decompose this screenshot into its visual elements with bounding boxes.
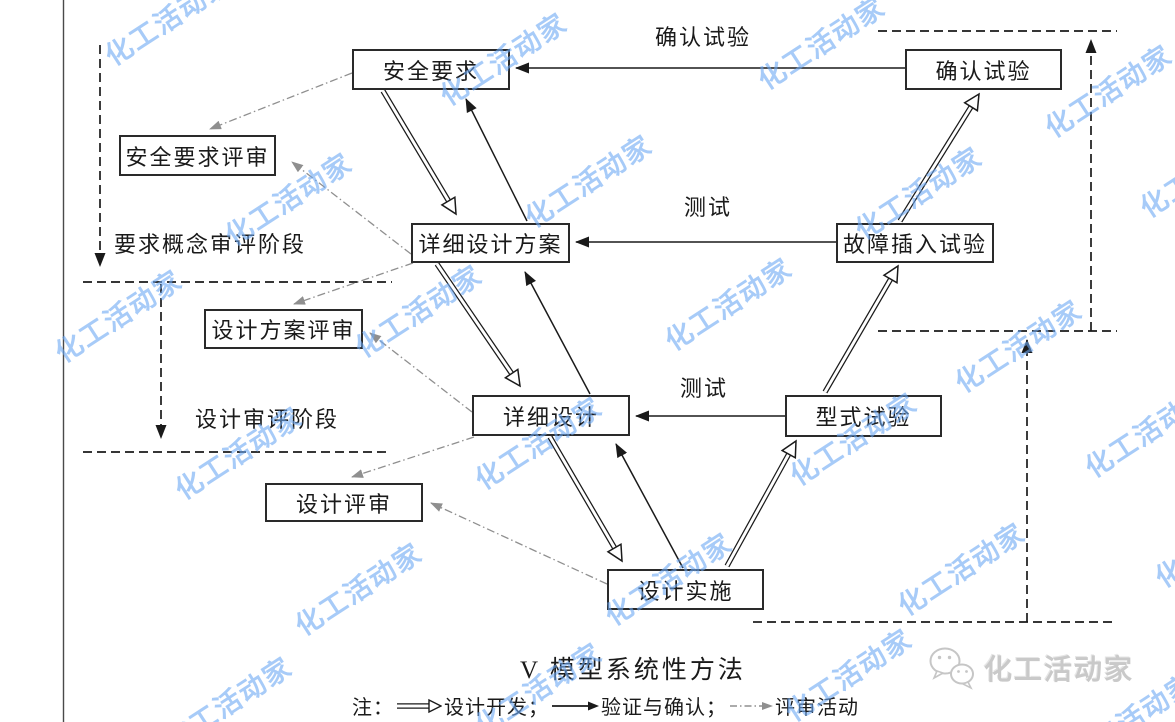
publisher-logo: 化工活动家 [928,646,1134,690]
diagram-legend: 注： 设计开发； 验证与确认； 评审活动 [352,691,859,720]
box-design-implementation: 设计实施 [607,569,764,610]
label-phase-requirements-review: 要求概念审评阶段 [114,232,307,257]
solid-arrow-icon [552,701,599,710]
phase-boundaries-left [83,45,392,453]
box-safety-requirements: 安全要求 [352,49,510,90]
diagram-title: V 模型系统性方法 [520,657,746,684]
label-test-lower: 测试 [680,376,729,401]
phase-boundaries-right [753,30,1117,623]
box-fault-insertion-test: 故障插入试验 [836,223,994,263]
publisher-logo-text: 化工活动家 [984,654,1135,685]
box-detailed-design: 详细设计 [472,395,630,436]
box-type-test: 型式试验 [785,395,942,437]
legend-prefix: 注： [352,697,394,719]
box-design-review: 设计评审 [265,483,423,522]
box-confirmation-test: 确认试验 [905,49,1062,90]
legend-design-development: 设计开发； [444,697,549,719]
review-activity-arrows [209,72,608,585]
label-phase-design-review: 设计审评阶段 [195,407,340,432]
verification-arrows [465,62,905,569]
box-detailed-design-scheme: 详细设计方案 [411,223,570,263]
legend-review-activity: 评审活动 [775,697,859,719]
label-test-upper: 测试 [684,195,733,220]
legend-verification-confirmation: 验证与确认； [601,697,727,719]
label-confirmation-test-arrow: 确认试验 [655,25,752,50]
dashdot-arrow-icon [730,701,773,710]
wechat-bubbles-icon [929,647,974,690]
design-development-arrows [380,89,980,568]
box-design-scheme-review: 设计方案评审 [204,309,363,349]
box-safety-requirements-review: 安全要求评审 [119,135,276,176]
open-arrow-icon [397,698,442,713]
